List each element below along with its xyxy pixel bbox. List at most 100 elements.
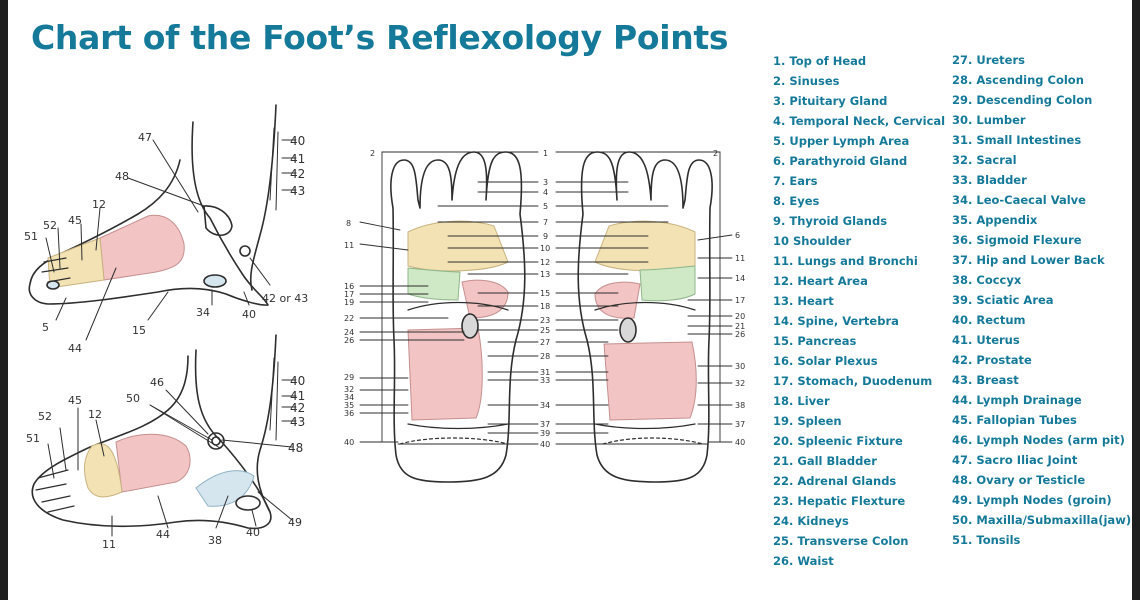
left-sole-labels: 2 8 11 16 17 19 22 24 26 29 32 34 35 36 … <box>344 149 375 447</box>
label: 26 <box>344 336 354 345</box>
legend-item: 32. Sacral <box>952 153 1017 167</box>
legend-item: 25. Transverse Colon <box>773 534 909 548</box>
label: 40 <box>290 374 305 388</box>
legend-item: 43. Breast <box>952 373 1019 387</box>
chart-card: Chart of the Foot’s Reflexology Points <box>8 0 1132 600</box>
label: 2 <box>370 149 375 158</box>
legend-item: 37. Hip and Lower Back <box>952 253 1105 267</box>
label: 33 <box>540 376 550 385</box>
outer-ankle-outline <box>256 334 277 513</box>
label: 31 <box>540 368 550 377</box>
label: 9 <box>543 232 548 241</box>
legend-item: 38. Coccyx <box>952 273 1022 287</box>
label: 52 <box>38 410 52 423</box>
legend-item: 4. Temporal Neck, Cervical <box>773 114 946 128</box>
legend-item: 26. Waist <box>773 554 834 568</box>
legend-item: 14. Spine, Vertebra <box>773 314 899 328</box>
label: 19 <box>344 298 354 307</box>
inner-foot-heel-zone <box>203 274 227 288</box>
inner-foot-zone-yellow <box>47 237 105 289</box>
label: 42 <box>290 401 305 415</box>
legend-item: 20. Spleenic Fixture <box>773 434 903 448</box>
outer-foot-toe-lines <box>35 469 75 513</box>
right-sole-zone-pink-lower <box>603 341 697 421</box>
left-sole-zone-pink-upper <box>461 279 509 319</box>
legend-item: 41. Uterus <box>952 333 1020 347</box>
label: 34 <box>344 393 354 402</box>
label: 45 <box>68 214 82 227</box>
label: 11 <box>102 538 116 551</box>
label: 17 <box>735 296 745 305</box>
legend-item: 7. Ears <box>773 174 818 188</box>
legend-item: 24. Kidneys <box>773 514 849 528</box>
legend-item: 40. Rectum <box>952 313 1026 327</box>
label: 22 <box>344 314 354 323</box>
inner-foot-zone-pink <box>99 214 185 281</box>
right-sole-kidney <box>619 317 637 343</box>
right-sole-zone-green <box>639 265 696 302</box>
legend-item: 11. Lungs and Bronchi <box>773 254 918 268</box>
label: 24 <box>344 328 354 337</box>
legend-item: 10 Shoulder <box>773 234 852 248</box>
label: 44 <box>156 528 170 541</box>
inner-foot-outline <box>28 121 269 306</box>
center-labels: 1 3 4 5 7 9 10 12 13 15 18 23 25 27 28 3… <box>540 149 550 449</box>
label: 28 <box>540 352 550 361</box>
label: 2 <box>713 149 718 158</box>
label: 43 <box>290 184 305 198</box>
outer-foot-zone-yellow <box>84 443 123 498</box>
left-sole-diagram <box>359 151 526 483</box>
legend-item: 46. Lymph Nodes (arm pit) <box>952 433 1125 447</box>
legend-item: 22. Adrenal Glands <box>773 474 897 488</box>
label: 45 <box>68 394 82 407</box>
label: 34 <box>196 306 210 319</box>
label: 52 <box>43 219 57 232</box>
label: 20 <box>735 312 745 321</box>
legend-item: 13. Heart <box>773 294 834 308</box>
legend-item: 35. Appendix <box>952 213 1038 227</box>
label: 21 <box>735 322 745 331</box>
right-sole-zone-yellow <box>594 220 696 272</box>
legend-item: 9. Thyroid Glands <box>773 214 888 228</box>
inner-foot-toe-lines <box>41 257 71 283</box>
outer-foot-diagram <box>31 334 297 537</box>
label: 32 <box>735 379 745 388</box>
label: 34 <box>540 401 550 410</box>
label: 37 <box>735 420 745 429</box>
label: 7 <box>543 218 548 227</box>
legend-item: 31. Small Intestines <box>952 133 1082 147</box>
legend-item: 47. Sacro Iliac Joint <box>952 453 1078 467</box>
label: 13 <box>540 270 550 279</box>
label: 40 <box>540 440 550 449</box>
label: 41 <box>290 152 305 166</box>
label: 16 <box>344 282 354 291</box>
legend-item: 30. Lumber <box>952 113 1026 127</box>
right-sole-bands <box>594 301 696 430</box>
inner-ankle-outline <box>249 104 277 291</box>
legend-item: 36. Sigmoid Flexure <box>952 233 1082 247</box>
label: 46 <box>150 376 164 389</box>
legend-item: 12. Heart Area <box>773 274 868 288</box>
label: 1 <box>543 149 548 158</box>
legend-item: 48. Ovary or Testicle <box>952 473 1086 487</box>
label: 39 <box>540 429 550 438</box>
label: 50 <box>126 392 140 405</box>
legend-item: 23. Hepatic Flexture <box>773 494 906 508</box>
center-leader-lines <box>387 151 709 445</box>
legend-item: 5. Upper Lymph Area <box>773 134 910 148</box>
label: 12 <box>92 198 106 211</box>
left-sole-zone-pink-lower <box>407 327 483 421</box>
label: 8 <box>346 219 351 228</box>
label: 38 <box>735 401 745 410</box>
legend-item: 17. Stomach, Duodenum <box>773 374 933 388</box>
label: 36 <box>344 409 354 418</box>
legend-item: 3. Pituitary Gland <box>773 94 888 108</box>
label: 18 <box>540 302 550 311</box>
label: 30 <box>735 362 745 371</box>
label: 11 <box>735 254 745 263</box>
label: 42 or 43 <box>262 292 308 305</box>
label: 48 <box>288 441 303 455</box>
label: 42 <box>290 167 305 181</box>
